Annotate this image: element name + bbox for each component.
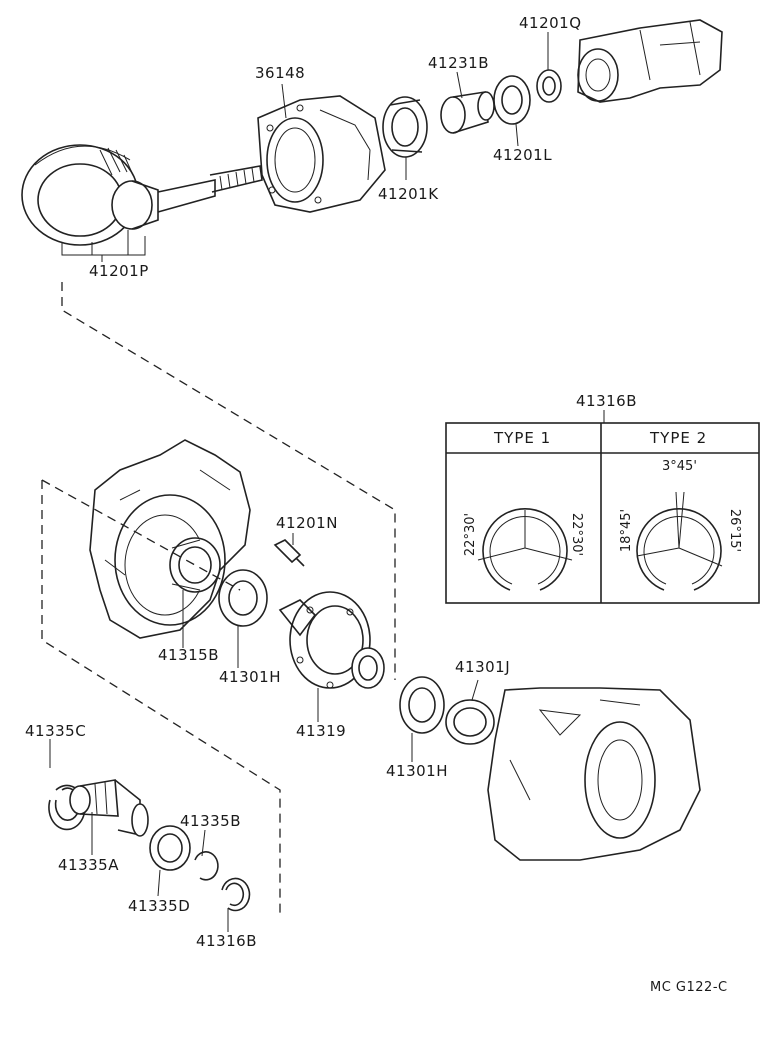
housing-36148-drawing: [257, 95, 386, 213]
label-41335B: 41335B: [180, 812, 242, 830]
label-41316B-bottom: 41316B: [196, 932, 258, 950]
bearing-41201K-drawing: [382, 96, 428, 158]
label-41301J: 41301J: [455, 658, 511, 676]
transaxle-case-left-drawing: [89, 439, 251, 639]
differential-41319-drawing: [278, 591, 385, 689]
label-41201Q: 41201Q: [519, 14, 582, 32]
label-41201L: 41201L: [493, 146, 553, 164]
label-41335A: 41335A: [58, 856, 119, 874]
type2-angle-left: 18°45': [619, 508, 635, 553]
extension-housing-drawing: [577, 19, 723, 103]
label-41335C: 41335C: [25, 722, 87, 740]
label-41301H-left: 41301H: [219, 668, 281, 686]
diagram-code: MC G122-C: [650, 980, 728, 995]
label-36148: 36148: [255, 64, 306, 82]
sleeve-41231B-drawing: [440, 91, 495, 134]
bearing-41301H-left-drawing: [218, 569, 268, 627]
bolt-41201N-drawing: [273, 539, 305, 567]
shim-41301J-drawing: [445, 699, 495, 745]
bearing-41301H-right-drawing: [399, 676, 445, 734]
type2-angle-top: 3°45': [662, 459, 697, 474]
type2-header: TYPE 2: [650, 429, 708, 447]
label-41335D: 41335D: [128, 897, 191, 915]
label-41231B: 41231B: [428, 54, 490, 72]
type2-ring-drawing: [636, 491, 723, 591]
label-41201N: 41201N: [276, 514, 338, 532]
bearing-41315B-drawing: [169, 537, 221, 593]
type1-angle-right: 22°30': [569, 512, 585, 557]
snap-ring-41316B-drawing: [221, 877, 251, 912]
type1-ring-drawing: [477, 507, 573, 591]
snap-ring-41335B-drawing: [194, 851, 219, 881]
shaft-41335A-drawing: [69, 779, 149, 837]
type1-header: TYPE 1: [494, 429, 552, 447]
label-41319: 41319: [296, 722, 347, 740]
type1-angle-left: 22°30': [463, 512, 479, 557]
seal-41201Q-drawing: [536, 69, 562, 103]
type2-angle-right: 26°15': [727, 508, 743, 553]
bearing-41201L-drawing: [493, 75, 531, 125]
transaxle-case-right-drawing: [487, 687, 701, 861]
label-41301H-right: 41301H: [386, 762, 448, 780]
label-41201K: 41201K: [378, 185, 439, 203]
label-41316B-top: 41316B: [576, 392, 638, 410]
label-41315B: 41315B: [158, 646, 220, 664]
pinion-shaft-drawing: [111, 165, 263, 230]
label-41201P: 41201P: [89, 262, 149, 280]
bearing-41335D-drawing: [149, 825, 191, 871]
type-table-frame: [445, 410, 760, 604]
